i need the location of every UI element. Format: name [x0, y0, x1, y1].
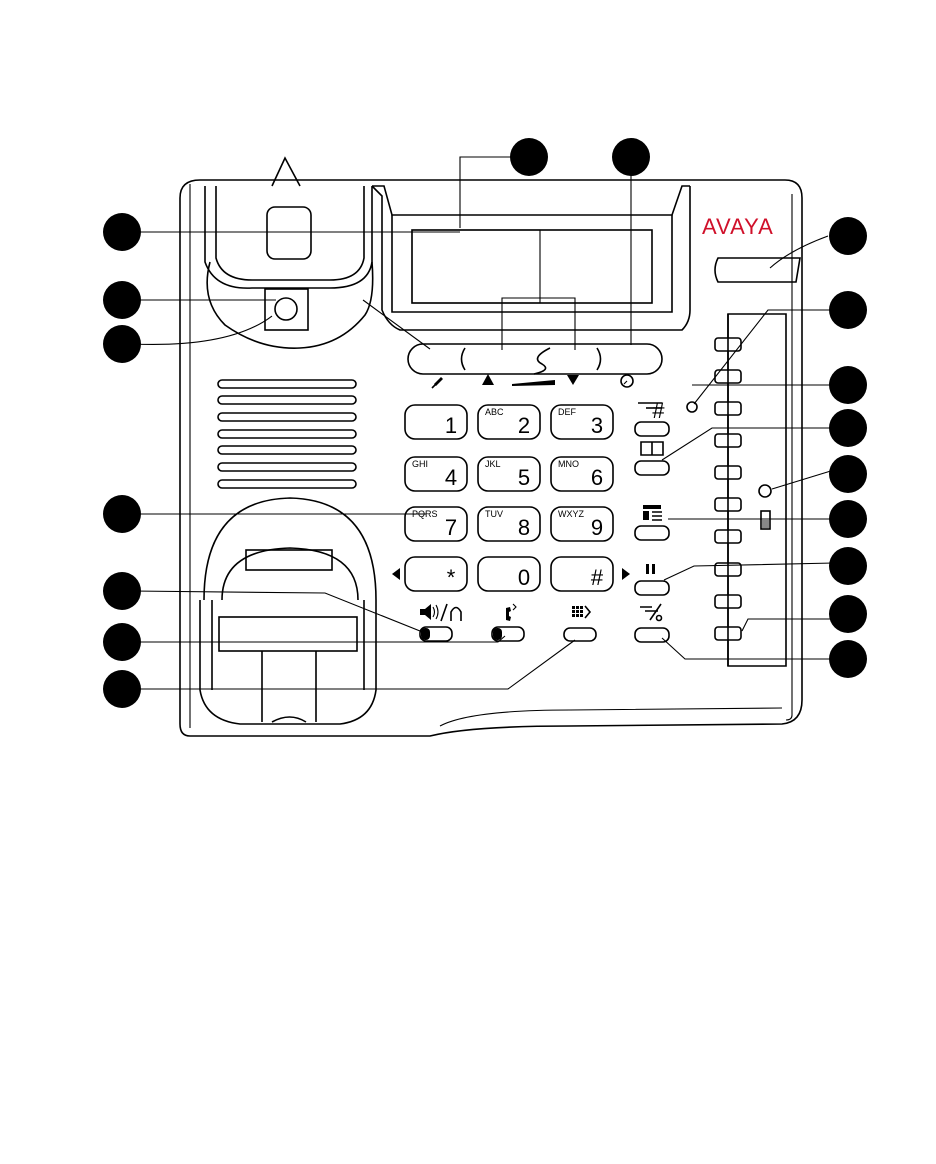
- key-digit: *: [447, 565, 456, 590]
- key-3[interactable]: DEF 3: [551, 405, 613, 439]
- message-led: [759, 485, 771, 497]
- key-digit: 7: [445, 515, 457, 540]
- svg-text:#: #: [652, 398, 665, 423]
- callout-marker: [103, 325, 141, 363]
- callout-marker: [829, 409, 867, 447]
- carry-handle: [715, 258, 800, 282]
- brand-logo: AVAYA: [702, 214, 774, 239]
- callout-marker: [612, 138, 650, 176]
- callout-marker: [103, 670, 141, 708]
- key-star[interactable]: *: [405, 557, 467, 591]
- transfer-button[interactable]: [492, 627, 524, 641]
- handset-top-cradle: [205, 186, 372, 288]
- speaker-headset-icon: [420, 604, 461, 621]
- key-2[interactable]: ABC 2: [478, 405, 540, 439]
- redial-list-button[interactable]: [635, 422, 669, 436]
- pin-icon: [432, 377, 443, 388]
- navigation-key[interactable]: [465, 345, 597, 373]
- callout-marker: [829, 366, 867, 404]
- callout-marker: [103, 213, 141, 251]
- volume-ramp-icon: [512, 380, 555, 386]
- triangle-down-icon: [567, 375, 579, 385]
- callout-marker: [103, 281, 141, 319]
- handset-top-inner: [216, 186, 364, 280]
- callout-marker: [829, 291, 867, 329]
- key-letters: TUV: [485, 509, 503, 519]
- key-letters: DEF: [558, 407, 577, 417]
- key-0[interactable]: 0: [478, 557, 540, 591]
- key-digit: 8: [518, 515, 530, 540]
- callout-marker: [103, 572, 141, 610]
- menu-icon: [572, 606, 590, 618]
- handset-bottom-cradle: [200, 498, 376, 724]
- body-bottom-curve: [440, 708, 782, 726]
- callout-marker: [829, 640, 867, 678]
- arrow-left-icon: [392, 568, 400, 580]
- body-inner-edge-right: [786, 194, 792, 720]
- callout-marker: [103, 495, 141, 533]
- callout-marker: [510, 138, 548, 176]
- key-9[interactable]: WXYZ 9: [551, 507, 613, 541]
- call-list-icon: [643, 505, 662, 520]
- speaker-headset-button[interactable]: [420, 627, 452, 641]
- key-digit: 4: [445, 465, 457, 490]
- display-screen: [412, 230, 652, 303]
- key-digit: 6: [591, 465, 603, 490]
- key-digit: 9: [591, 515, 603, 540]
- key-letters: WXYZ: [558, 509, 585, 519]
- pause-icon: [646, 564, 655, 574]
- mute-icon: [640, 604, 662, 621]
- key-letters: JKL: [485, 459, 501, 469]
- triangle-up-icon: [482, 374, 494, 385]
- callout-marker: [829, 217, 867, 255]
- key-letters: MNO: [558, 459, 579, 469]
- phonebook-button[interactable]: [635, 461, 669, 475]
- redial-led-icon: [687, 402, 697, 412]
- key-6[interactable]: MNO 6: [551, 457, 613, 491]
- handset-hook: [272, 158, 300, 186]
- key-1[interactable]: 1: [405, 405, 467, 439]
- key-digit: 3: [591, 413, 603, 438]
- callout-marker: [829, 455, 867, 493]
- key-digit: 1: [445, 413, 457, 438]
- call-list-button[interactable]: [635, 526, 669, 540]
- key-5[interactable]: JKL 5: [478, 457, 540, 491]
- key-digit: 0: [518, 565, 530, 590]
- key-digit: 2: [518, 413, 530, 438]
- arrow-right-icon: [622, 568, 630, 580]
- key-digit: 5: [518, 465, 530, 490]
- menu-button[interactable]: [564, 628, 596, 641]
- callout-marker: [829, 500, 867, 538]
- softkey-right[interactable]: [597, 345, 661, 373]
- slide-switch-knob: [762, 520, 769, 528]
- key-letters: GHI: [412, 459, 428, 469]
- key-letters: ABC: [485, 407, 504, 417]
- key-hash[interactable]: #: [551, 557, 613, 591]
- redial-list-icon: #: [638, 398, 665, 423]
- display-housing: [372, 186, 690, 330]
- callout-marker: [829, 595, 867, 633]
- callout-marker: [829, 547, 867, 585]
- handset-top-knob: [267, 207, 311, 259]
- hookswitch-button[interactable]: [275, 298, 297, 320]
- key-digit: #: [591, 565, 604, 590]
- book-icon: [641, 442, 663, 455]
- display-screen-region: [412, 230, 540, 303]
- clock-icon: [621, 375, 633, 387]
- function-key-panel: [728, 314, 786, 666]
- softkey-left[interactable]: [409, 345, 465, 373]
- callout-marker: [103, 623, 141, 661]
- speaker-grille: [218, 380, 356, 488]
- hold-button[interactable]: [635, 581, 669, 595]
- key-8[interactable]: TUV 8: [478, 507, 540, 541]
- key-4[interactable]: GHI 4: [405, 457, 467, 491]
- transfer-handset-icon: [506, 604, 516, 621]
- display-bezel-top: [372, 186, 690, 215]
- hookswitch-square: [265, 289, 308, 330]
